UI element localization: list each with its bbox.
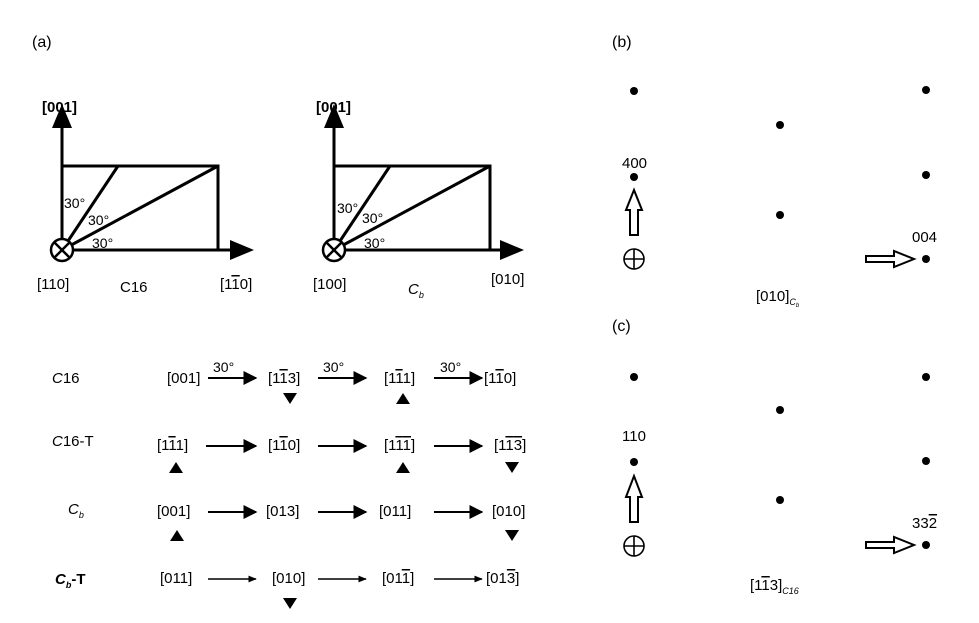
direction-label: [011] [160, 570, 192, 587]
transmitted-beam-symbol [623, 248, 645, 270]
transmitted-beam-symbol [623, 535, 645, 557]
c16-angle-label: 30° [92, 235, 113, 251]
diffraction-spot [922, 541, 930, 549]
cb-angle-label: 30° [337, 200, 358, 216]
cb-right-label: [010] [491, 271, 524, 288]
direction-label: [011] [382, 570, 414, 587]
c16-frame-diagram: [001] [110] [110] C16 30° 30° 30° [37, 99, 254, 296]
cb-diag-line-shallow [333, 164, 491, 252]
spot-label-up: 400 [622, 155, 647, 172]
direction-label: [110] [268, 437, 300, 454]
cb-angle-label: 30° [364, 235, 385, 251]
direction-label: [013] [486, 570, 519, 587]
rotation-angle-label: 30° [213, 359, 234, 375]
triangle-down-marker [505, 530, 519, 541]
direction-label: [011] [379, 503, 411, 520]
direction-label: [010] [272, 570, 305, 587]
c16-up-label: [001] [42, 99, 77, 116]
diffraction-spot [630, 458, 638, 466]
c16-diag-line-steep [60, 165, 120, 251]
row-name-cb: Cb [68, 501, 84, 520]
direction-label: [113] [494, 437, 526, 454]
spot-label-right: 332 [912, 515, 937, 532]
diffraction-pattern-b: 400 004 [010]Cb [622, 86, 937, 309]
c16-right-label: [110] [220, 276, 252, 293]
triangle-down-marker [283, 598, 297, 609]
c16-diag-line-shallow [61, 164, 219, 252]
row-name-cbt: Cb-T [55, 571, 86, 590]
triangle-up-marker [170, 530, 184, 541]
c16-origin-label: [110] [37, 276, 69, 293]
diffraction-spot [630, 87, 638, 95]
rotation-sequence: C16 C16-T Cb Cb-T [001] 30° [113] 30° [1… [52, 359, 526, 609]
row-name-c16: C16 [52, 370, 80, 387]
spot-label-right: 004 [912, 229, 937, 246]
diffraction-spot [630, 373, 638, 381]
diffraction-spot [776, 211, 784, 219]
panel-label-a: (a) [32, 34, 52, 51]
spot-label-up: 110 [622, 428, 646, 445]
cb-axis-right-arrowhead [500, 240, 524, 260]
diffraction-spot [922, 86, 930, 94]
c16-axis-up-arrowhead [52, 104, 72, 128]
diffraction-spot [922, 171, 930, 179]
hollow-arrow-right [865, 249, 917, 269]
diffraction-spot [776, 406, 784, 414]
diffraction-spot [776, 121, 784, 129]
direction-label: [110] [484, 370, 516, 387]
direction-label: [113] [268, 370, 300, 387]
cb-frame-diagram: [001] [100] [010] Cb 30° 30° 30° [313, 99, 524, 300]
c16-angle-label: 30° [64, 195, 85, 211]
rotation-angle-label: 30° [323, 359, 344, 375]
zone-axis-label-c: [113]C16 [750, 577, 799, 596]
triangle-down-marker [283, 393, 297, 404]
c16-axis-right-arrowhead [230, 240, 254, 260]
rotation-angle-label: 30° [440, 359, 461, 375]
c16-phase-name: C16 [120, 279, 148, 296]
cb-axis-up-arrowhead [324, 104, 344, 128]
direction-label: [010] [492, 503, 525, 520]
cb-diag-line-steep [332, 165, 392, 251]
cb-cell-rect [332, 164, 492, 252]
direction-label: [111] [384, 437, 415, 454]
row-name-c16t: C16-T [52, 433, 94, 450]
c16-cell-rect [60, 164, 220, 252]
hollow-arrow-up [624, 473, 644, 523]
diffraction-spot [922, 373, 930, 381]
cb-origin-label: [100] [313, 276, 346, 293]
cb-phase-name: Cb [408, 281, 424, 300]
c16-angle-label: 30° [88, 212, 109, 228]
diffraction-spot [922, 255, 930, 263]
hollow-arrow-right [865, 535, 917, 555]
hollow-arrow-up [624, 187, 644, 236]
triangle-down-marker [505, 462, 519, 473]
direction-label: [111] [157, 437, 188, 454]
diffraction-spot [630, 173, 638, 181]
c16-into-page-symbol [49, 237, 75, 263]
panel-label-b: (b) [612, 34, 632, 51]
direction-label: [001] [157, 503, 190, 520]
triangle-up-marker [169, 462, 183, 473]
cb-into-page-symbol [321, 237, 347, 263]
diffraction-pattern-c: 110 332 [113]C16 [622, 373, 937, 596]
cb-angle-label: 30° [362, 210, 383, 226]
zone-axis-label-b: [010]Cb [756, 288, 800, 309]
direction-label: [001] [167, 370, 200, 387]
diffraction-spot [922, 457, 930, 465]
triangle-up-marker [396, 393, 410, 404]
triangle-up-marker [396, 462, 410, 473]
direction-label: [111] [384, 370, 415, 387]
direction-label: [013] [266, 503, 299, 520]
panel-label-c: (c) [612, 318, 631, 335]
diffraction-spot [776, 496, 784, 504]
cb-up-label: [001] [316, 99, 351, 116]
